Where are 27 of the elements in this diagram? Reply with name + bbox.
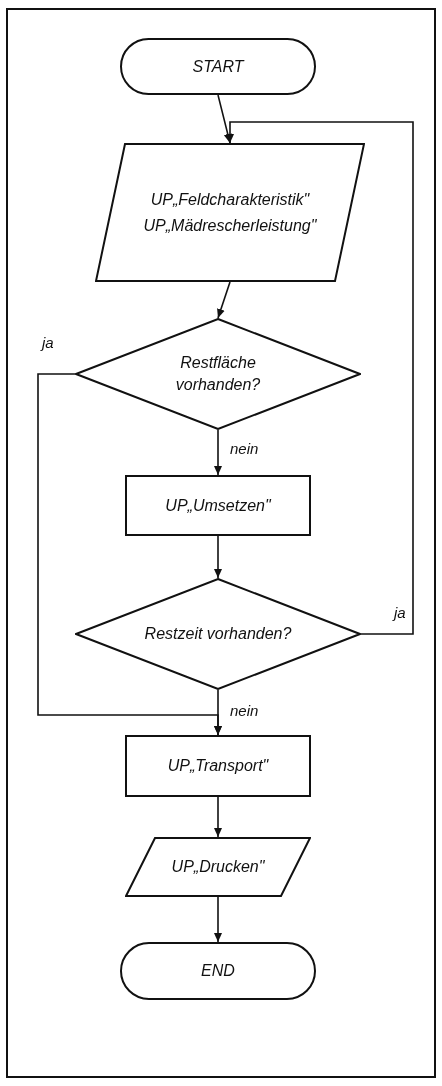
decision-diamond (75, 578, 361, 690)
arrow (214, 896, 222, 943)
arrow (217, 281, 231, 319)
node-text: Restzeit vorhanden? (144, 624, 292, 644)
arrow (37, 373, 222, 736)
arrow (217, 94, 232, 144)
node-text: UP„Transport" (167, 756, 269, 776)
node-text: UP„Mädrescherleistung" (143, 215, 317, 236)
node-text: UP„Umsetzen" (165, 495, 271, 516)
edge-label: ja (40, 334, 56, 353)
terminal-box (120, 942, 316, 1000)
decision-diamond (75, 318, 361, 430)
process-box (125, 735, 311, 797)
arrow (214, 429, 222, 476)
input-output-box (125, 837, 311, 897)
terminal-box (120, 38, 316, 95)
arrow (226, 121, 414, 635)
node-text: UP„Drucken" (171, 857, 265, 877)
node-text: END (201, 961, 235, 981)
node-text: Restfläche vorhanden? (174, 353, 262, 395)
arrow (214, 796, 222, 838)
arrow (214, 535, 222, 579)
edge-label: ja (392, 604, 408, 623)
node-text: UP„Feldcharakteristik" (150, 189, 310, 210)
process-box (125, 475, 311, 536)
node-text: START (192, 56, 244, 77)
input-output-box (95, 143, 365, 282)
